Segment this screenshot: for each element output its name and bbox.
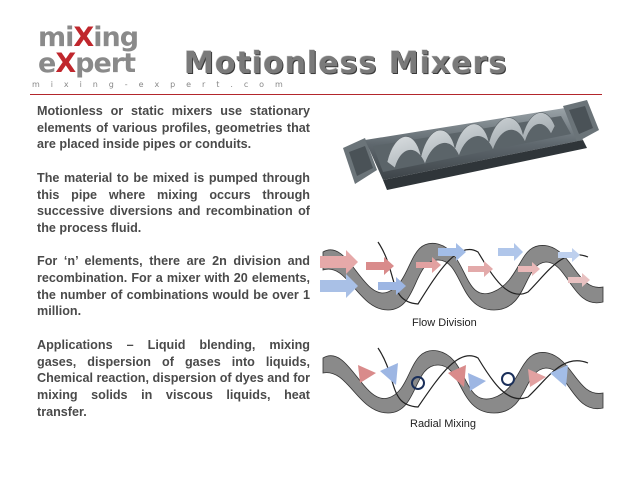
paragraph-applications: Applications – Liquid blending, mixing g… (37, 337, 310, 419)
logo-word-mixing: miXing (38, 22, 139, 53)
title-divider (30, 94, 602, 95)
flow-division-diagram (320, 241, 604, 311)
radial-mixing-caption: Radial Mixing (410, 418, 477, 430)
paragraph-process: The material to be mixed is pumped throu… (37, 170, 310, 235)
paragraph-elements: For ‘n’ elements, there are 2n division … (37, 254, 310, 319)
logo-word-expert: eXpert (38, 48, 136, 79)
flow-division-caption: Flow Division (412, 317, 477, 329)
slide-title: Motionless Mixers (184, 46, 508, 81)
static-mixer-pipe-image (343, 100, 599, 190)
paragraph-definition: Motionless or static mixers use stationa… (37, 104, 310, 152)
logo-tagline: m i x i n g - e x p e r t . c o m (32, 80, 288, 89)
brand-logo: miXing eXpert (30, 22, 150, 92)
body-text: Motionless or static mixers use stationa… (37, 103, 310, 437)
radial-mixing-diagram (322, 347, 604, 414)
